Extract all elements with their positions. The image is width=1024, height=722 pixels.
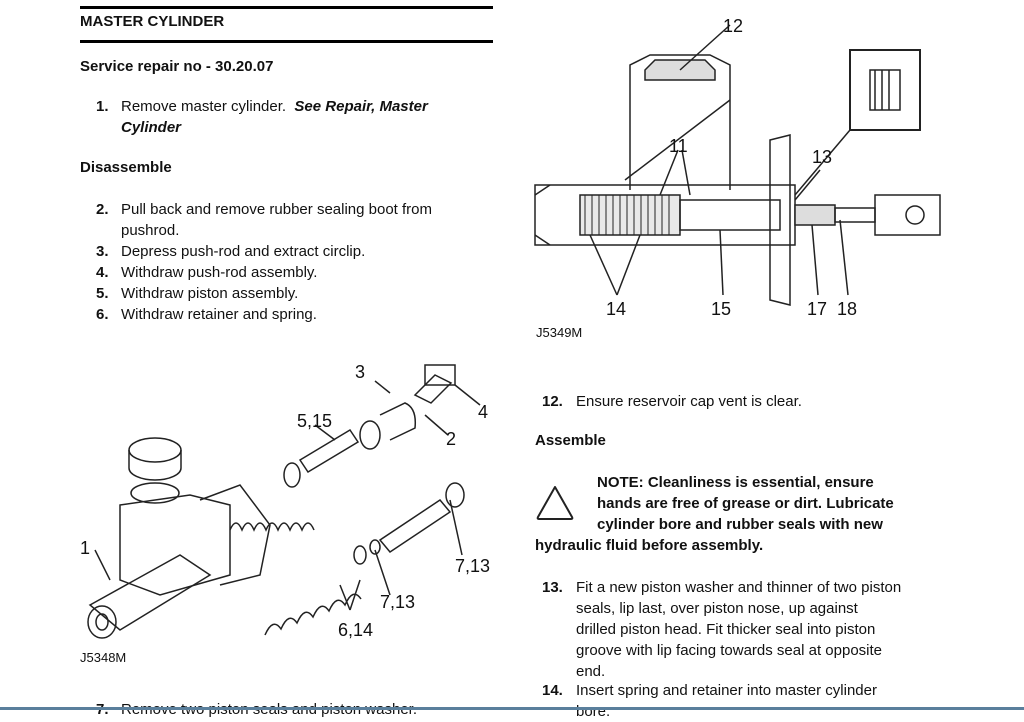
viewer-bottom-edge (0, 707, 1024, 710)
step-text: groove with lip facing towards seal at o… (576, 642, 883, 659)
callout-17: 17 (807, 299, 828, 319)
step-text: pushrod. (121, 222, 180, 239)
note-text: NOTE: Cleanliness is essential, ensure (597, 474, 874, 491)
see-repair-link-cont[interactable]: Cylinder (121, 119, 182, 136)
disassemble-steps: 2. Pull back and remove rubber sealing b… (96, 199, 496, 323)
step-number: 13. (542, 579, 563, 596)
callout-14: 14 (606, 299, 627, 319)
step-text: end. (576, 663, 606, 680)
callout-3: 3 (355, 362, 366, 382)
note-text: hands are free of grease or dirt. Lubric… (597, 495, 894, 512)
see-repair-link[interactable]: See Repair, Master (294, 98, 428, 115)
warning-triangle-icon (536, 486, 574, 520)
step-number: 14. (542, 682, 563, 699)
callout-11: 11 (669, 136, 688, 156)
step-text: seals, lip last, over piston nose, up ag… (576, 600, 858, 617)
step-text: bore. (576, 703, 611, 720)
disassemble-heading: Disassemble (80, 159, 172, 176)
step-1: 1. Remove master cylinder. See Repair, M… (96, 96, 496, 138)
figure-id: J5349M (536, 325, 583, 340)
step-text: Fit a new piston washer and thinner of t… (576, 579, 902, 596)
step-text: drilled piston head. Fit thicker seal in… (576, 621, 876, 638)
callout-12: 12 (723, 16, 744, 36)
note-text: cylinder bore and rubber seals with new (597, 516, 883, 533)
step-number: 1. (96, 98, 109, 115)
step-12: 12. Ensure reservoir cap vent is clear. (542, 391, 1002, 412)
exploded-view-diagram (87, 364, 481, 639)
callout-7-13: 7,13 (455, 556, 491, 576)
page-title: MASTER CYLINDER (80, 13, 225, 30)
note-text: hydraulic fluid before assembly. (535, 537, 764, 554)
callout-5-15: 5,15 (297, 411, 333, 431)
title-rule (80, 40, 493, 43)
callout-4: 4 (478, 402, 489, 422)
step-text: Remove master cylinder. (121, 98, 287, 115)
step-14: 14. Insert spring and retainer into mast… (542, 680, 1012, 722)
step-text: Withdraw retainer and spring. (121, 306, 317, 323)
callout-6-14: 6,14 (338, 620, 374, 640)
callout-18: 18 (837, 299, 858, 319)
step-number: 3. (96, 243, 109, 260)
step-number: 2. (96, 201, 109, 218)
callout-2: 2 (446, 429, 457, 449)
assemble-heading: Assemble (535, 432, 606, 449)
step-text: Withdraw push-rod assembly. (121, 264, 318, 281)
step-text: Pull back and remove rubber sealing boot… (121, 201, 433, 218)
step-13: 13. Fit a new piston washer and thinner … (542, 577, 1012, 687)
service-repair-number: Service repair no - 30.20.07 (80, 58, 274, 75)
step-number: 4. (96, 264, 109, 281)
step-text: Depress push-rod and extract circlip. (121, 243, 366, 260)
figure-id: J5348M (80, 650, 127, 665)
step-text: Ensure reservoir cap vent is clear. (576, 393, 802, 410)
callout-13: 13 (812, 147, 833, 167)
sectional-view-diagram (534, 24, 941, 306)
callout-15: 15 (711, 299, 732, 319)
step-text: Insert spring and retainer into master c… (576, 682, 877, 699)
step-number: 12. (542, 393, 563, 410)
top-rule (80, 6, 493, 9)
step-number: 6. (96, 306, 109, 323)
step-number: 5. (96, 285, 109, 302)
callout-1: 1 (80, 538, 91, 558)
callout-7-13b: 7,13 (380, 592, 416, 612)
step-text: Withdraw piston assembly. (121, 285, 299, 302)
